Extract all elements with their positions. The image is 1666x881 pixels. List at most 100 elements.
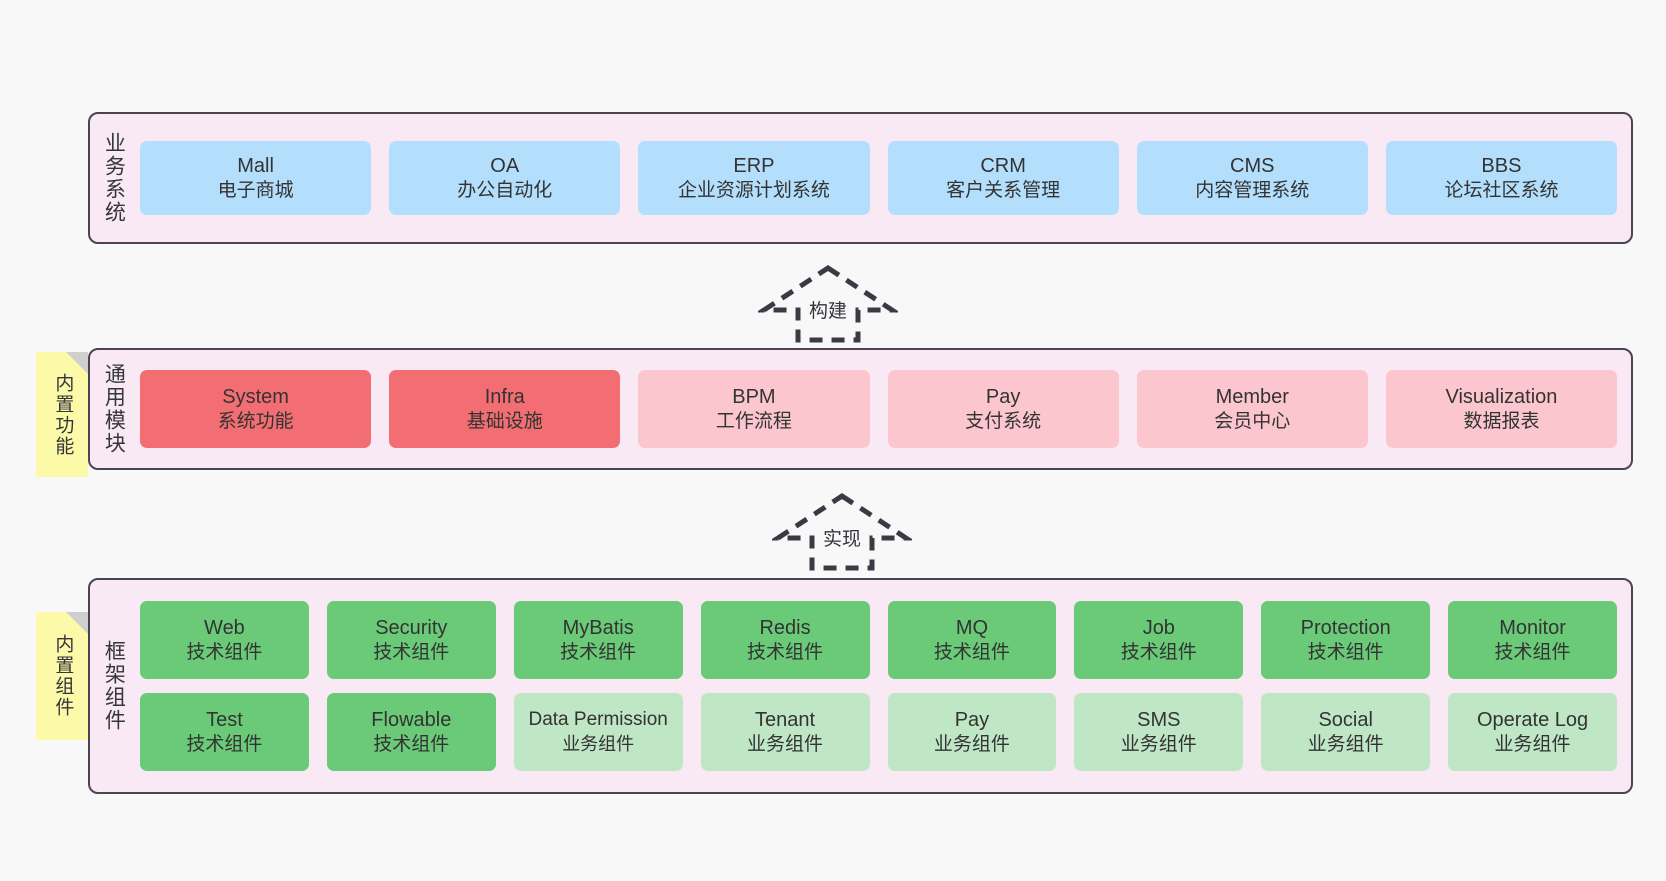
node-system-subtitle: 系统功能	[217, 410, 294, 432]
layer-framework-components: 框架组件 Web 技术组件 Security 技术组件 MyBatis 技术组件…	[88, 578, 1633, 794]
row-business-systems: Mall 电子商城 OA 办公自动化 ERP 企业资源计划系统 CRM 客户关系…	[140, 141, 1618, 215]
node-pay-component-title: Pay	[954, 708, 990, 731]
node-pay-component-subtitle: 业务组件	[933, 733, 1010, 755]
layer-common-modules: 通用模块 System 系统功能 Infra 基础设施 BPM 工作流程 Pay…	[88, 348, 1633, 470]
node-infra[interactable]: Infra 基础设施	[389, 370, 621, 448]
node-bpm-title: BPM	[732, 385, 776, 408]
node-redis-subtitle: 技术组件	[747, 641, 824, 663]
node-test-title: Test	[206, 708, 243, 731]
node-cms-subtitle: 内容管理系统	[1195, 179, 1310, 201]
node-flowable-subtitle: 技术组件	[373, 733, 450, 755]
node-web-title: Web	[204, 616, 245, 639]
node-protection-subtitle: 技术组件	[1307, 641, 1384, 663]
node-tenant[interactable]: Tenant 业务组件	[700, 693, 870, 771]
node-monitor[interactable]: Monitor 技术组件	[1448, 601, 1617, 679]
node-pay-module-subtitle: 支付系统	[965, 410, 1042, 432]
node-web-subtitle: 技术组件	[186, 641, 263, 663]
node-crm-title: CRM	[980, 154, 1026, 177]
node-security[interactable]: Security 技术组件	[326, 601, 496, 679]
node-bbs[interactable]: BBS 论坛社区系统	[1385, 141, 1618, 215]
node-bbs-title: BBS	[1481, 154, 1522, 177]
node-tenant-title: Tenant	[755, 708, 816, 731]
node-operate-log[interactable]: Operate Log 业务组件	[1448, 693, 1617, 771]
node-redis-title: Redis	[759, 616, 811, 639]
node-cms-title: CMS	[1230, 154, 1275, 177]
node-monitor-title: Monitor	[1499, 616, 1566, 639]
node-data-permission-subtitle: 业务组件	[562, 733, 635, 754]
node-data-permission-title: Data Permission	[528, 708, 668, 730]
note-builtin-components: 内置组件	[36, 612, 88, 740]
node-protection[interactable]: Protection 技术组件	[1261, 601, 1431, 679]
node-erp-subtitle: 企业资源计划系统	[677, 179, 830, 201]
node-mybatis-title: MyBatis	[562, 616, 634, 639]
node-sms[interactable]: SMS 业务组件	[1074, 693, 1244, 771]
node-data-permission[interactable]: Data Permission 业务组件	[513, 693, 683, 771]
node-social-subtitle: 业务组件	[1307, 733, 1384, 755]
node-tenant-subtitle: 业务组件	[747, 733, 824, 755]
node-operate-log-title: Operate Log	[1476, 708, 1589, 731]
node-job[interactable]: Job 技术组件	[1074, 601, 1244, 679]
node-crm-subtitle: 客户关系管理	[946, 179, 1061, 201]
node-oa[interactable]: OA 办公自动化	[389, 141, 621, 215]
node-mall[interactable]: Mall 电子商城	[140, 141, 372, 215]
node-infra-subtitle: 基础设施	[466, 410, 543, 432]
node-social-title: Social	[1318, 708, 1373, 731]
node-oa-subtitle: 办公自动化	[457, 179, 553, 201]
node-member[interactable]: Member 会员中心	[1136, 370, 1368, 448]
node-mall-title: Mall	[237, 154, 274, 177]
node-pay-module[interactable]: Pay 支付系统	[887, 370, 1119, 448]
node-security-subtitle: 技术组件	[373, 641, 450, 663]
node-sms-title: SMS	[1137, 708, 1181, 731]
node-bpm[interactable]: BPM 工作流程	[638, 370, 870, 448]
node-visualization-subtitle: 数据报表	[1463, 410, 1540, 432]
node-mybatis-subtitle: 技术组件	[560, 641, 637, 663]
node-visualization[interactable]: Visualization 数据报表	[1385, 370, 1618, 448]
layer-title-common-modules: 通用模块	[102, 363, 126, 455]
node-system-title: System	[222, 385, 289, 408]
node-visualization-title: Visualization	[1445, 385, 1558, 408]
node-bbs-subtitle: 论坛社区系统	[1444, 179, 1559, 201]
note-builtin-functions: 内置功能	[36, 352, 88, 477]
node-erp[interactable]: ERP 企业资源计划系统	[638, 141, 870, 215]
node-mq-subtitle: 技术组件	[933, 641, 1010, 663]
node-flowable[interactable]: Flowable 技术组件	[326, 693, 496, 771]
node-cms[interactable]: CMS 内容管理系统	[1136, 141, 1368, 215]
node-pay-module-title: Pay	[985, 385, 1021, 408]
node-member-subtitle: 会员中心	[1214, 410, 1291, 432]
layer-body-framework-components: Web 技术组件 Security 技术组件 MyBatis 技术组件 Redi…	[136, 580, 1631, 792]
node-mq-title: MQ	[955, 616, 989, 639]
arrow-build: 构建	[758, 262, 898, 344]
node-web[interactable]: Web 技术组件	[140, 601, 309, 679]
node-sms-subtitle: 业务组件	[1120, 733, 1197, 755]
layer-body-business-systems: Mall 电子商城 OA 办公自动化 ERP 企业资源计划系统 CRM 客户关系…	[136, 114, 1631, 242]
node-mybatis[interactable]: MyBatis 技术组件	[513, 601, 683, 679]
node-social[interactable]: Social 业务组件	[1261, 693, 1431, 771]
node-infra-title: Infra	[484, 385, 525, 408]
arrow-build-label: 构建	[806, 296, 850, 323]
node-member-title: Member	[1215, 385, 1289, 408]
node-erp-title: ERP	[733, 154, 775, 177]
node-system[interactable]: System 系统功能	[140, 370, 372, 448]
node-pay-component[interactable]: Pay 业务组件	[887, 693, 1057, 771]
node-mq[interactable]: MQ 技术组件	[887, 601, 1057, 679]
node-crm[interactable]: CRM 客户关系管理	[887, 141, 1119, 215]
node-flowable-title: Flowable	[371, 708, 452, 731]
layer-title-business-systems: 业务系统	[102, 132, 126, 224]
row-common-modules: System 系统功能 Infra 基础设施 BPM 工作流程 Pay 支付系统…	[140, 370, 1618, 448]
note-builtin-functions-label: 内置功能	[52, 372, 74, 457]
row-tech-components: Web 技术组件 Security 技术组件 MyBatis 技术组件 Redi…	[140, 601, 1617, 679]
arrow-implement-label: 实现	[820, 524, 864, 551]
node-redis[interactable]: Redis 技术组件	[700, 601, 870, 679]
node-mall-subtitle: 电子商城	[217, 179, 294, 201]
row-business-components: Test 技术组件 Flowable 技术组件 Data Permission …	[140, 693, 1617, 771]
layer-body-common-modules: System 系统功能 Infra 基础设施 BPM 工作流程 Pay 支付系统…	[136, 350, 1631, 468]
node-monitor-subtitle: 技术组件	[1494, 641, 1571, 663]
layer-business-systems: 业务系统 Mall 电子商城 OA 办公自动化 ERP 企业资源计划系统 CRM…	[88, 112, 1633, 244]
arrow-implement: 实现	[772, 490, 912, 572]
node-job-subtitle: 技术组件	[1120, 641, 1197, 663]
node-test-subtitle: 技术组件	[186, 733, 263, 755]
layer-title-framework-components: 框架组件	[102, 640, 126, 732]
node-test[interactable]: Test 技术组件	[140, 693, 309, 771]
node-oa-title: OA	[490, 154, 520, 177]
